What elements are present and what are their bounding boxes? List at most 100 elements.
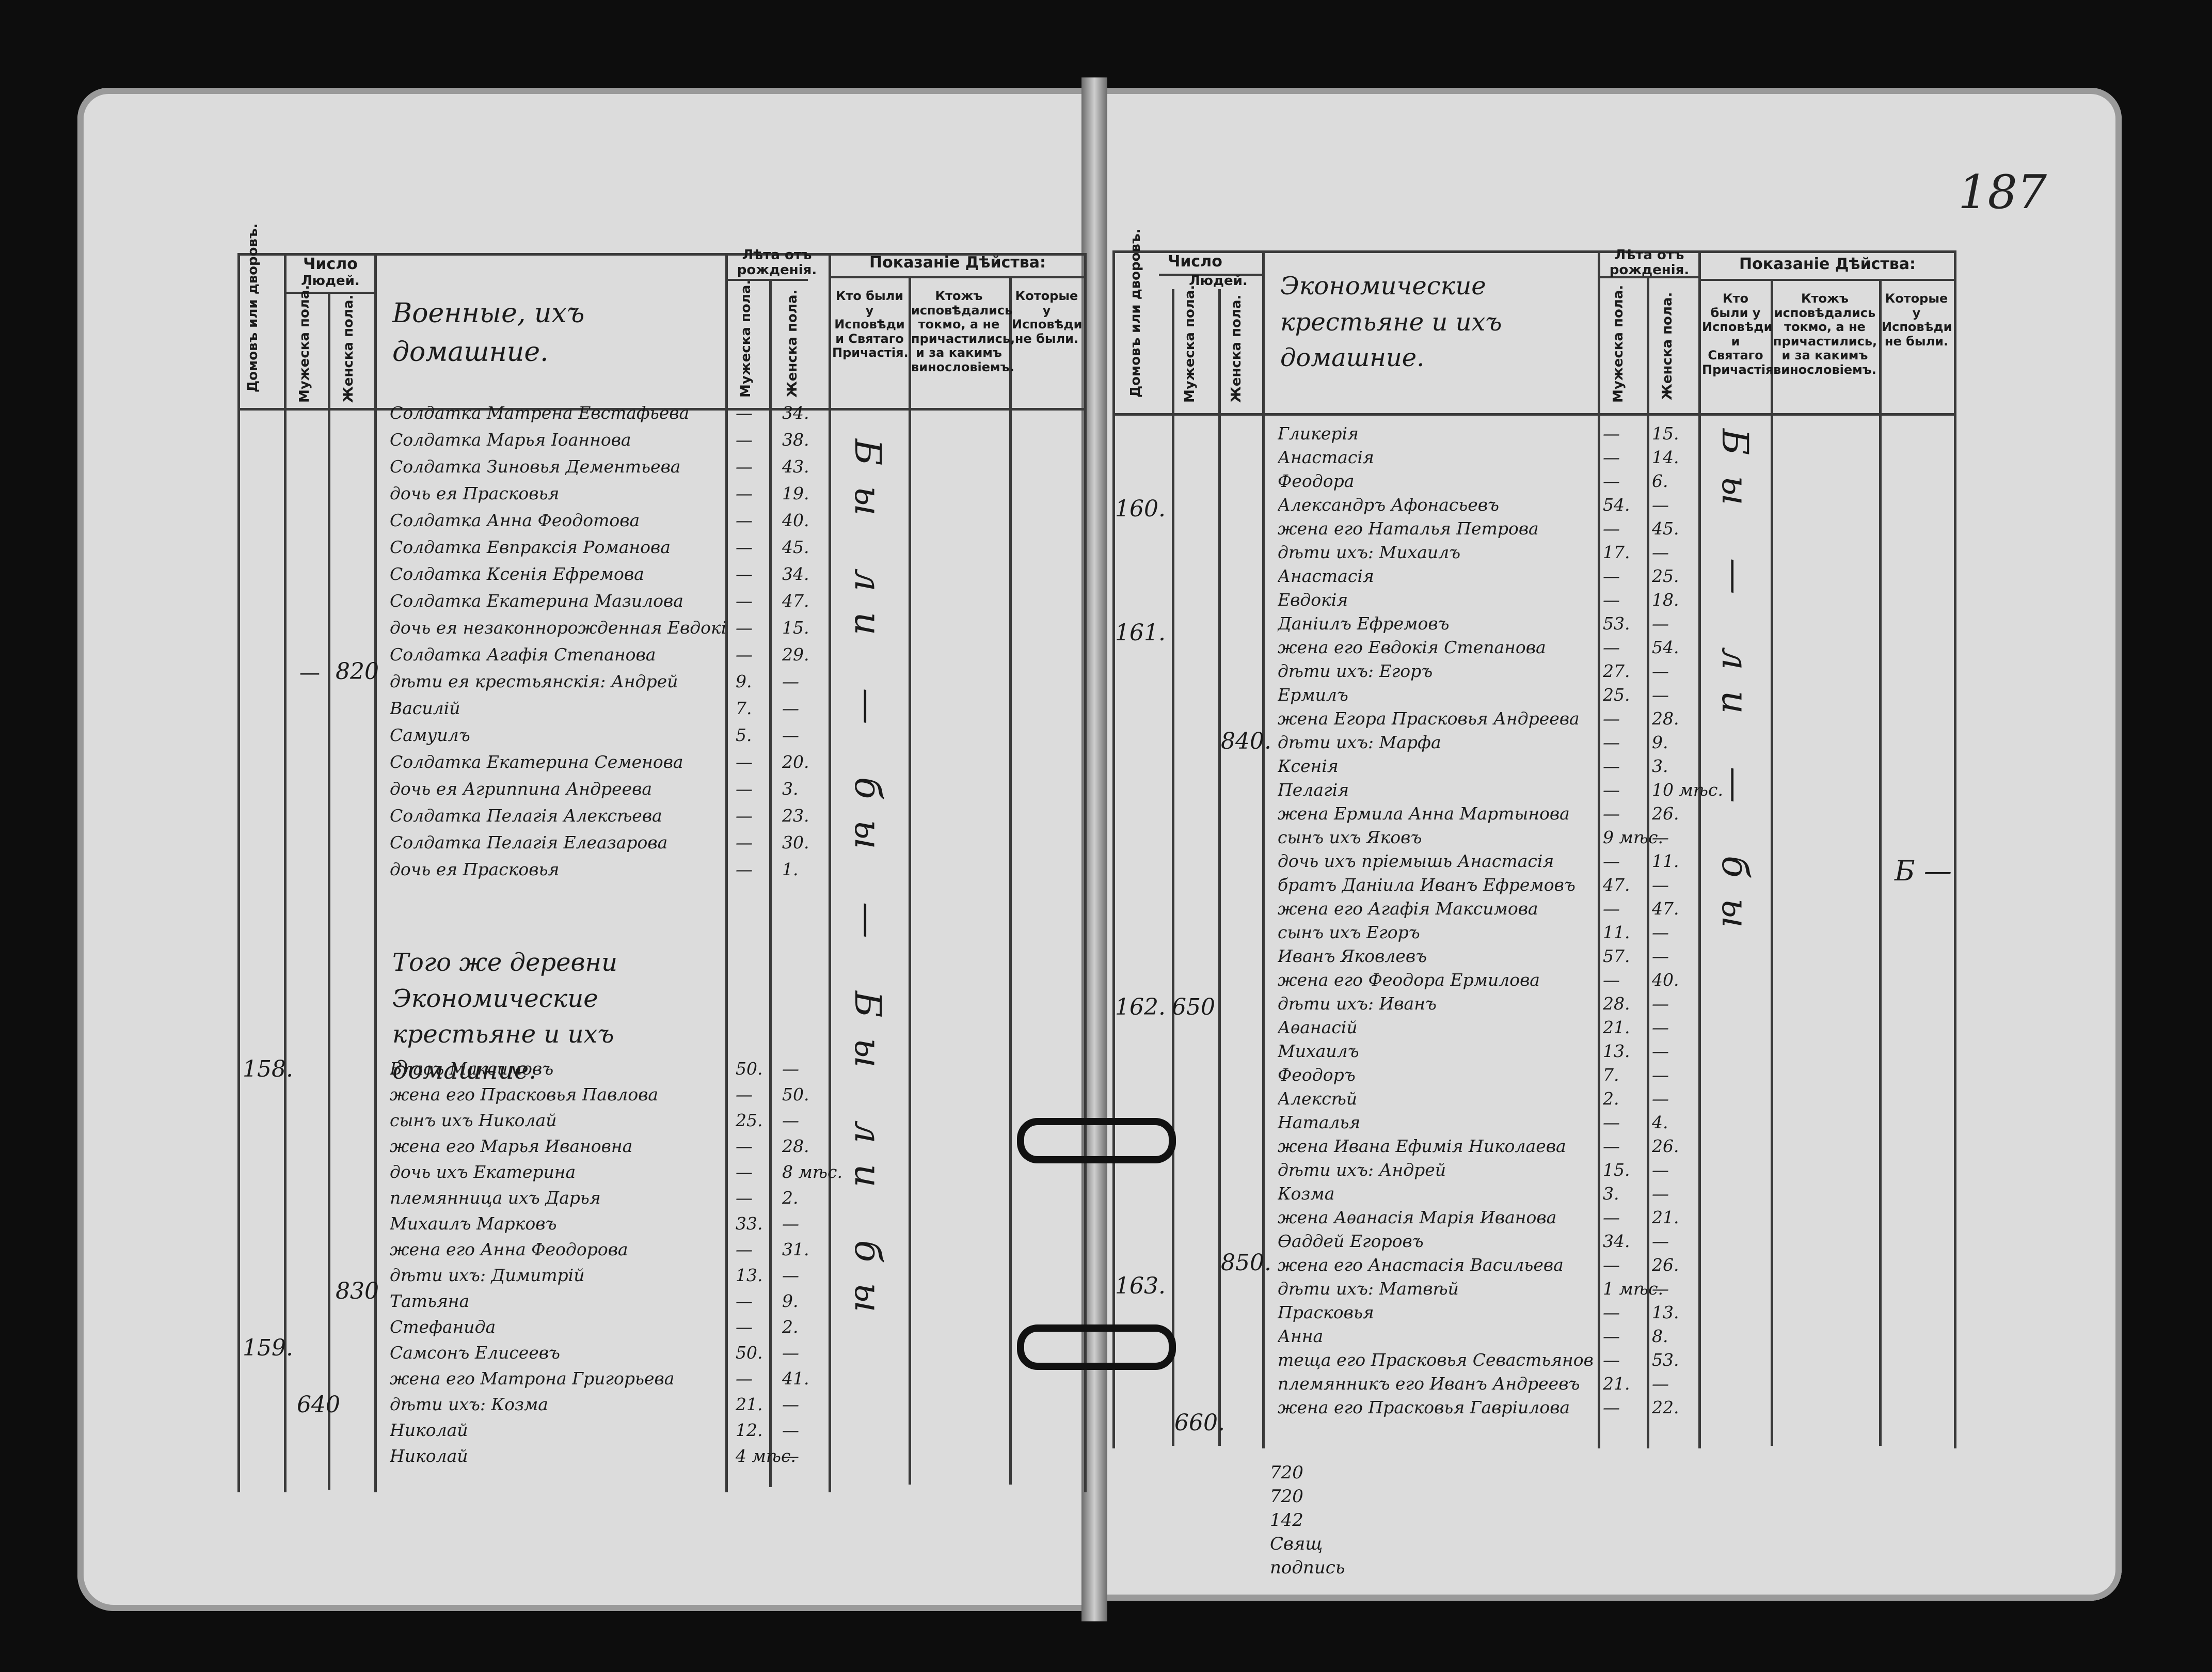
person-name: жена его Прасковья Павлова	[390, 1084, 659, 1105]
age-male: —	[1603, 1326, 1620, 1346]
age-male: —	[736, 1084, 753, 1105]
age-female: 8 мѣс.	[782, 1162, 842, 1182]
person-name: жена его Матрона Григорьева	[390, 1368, 675, 1389]
age-female: —	[1652, 495, 1669, 515]
right-number-rule	[1159, 274, 1262, 276]
person-name: дѣти ихъ: Димитрій	[390, 1265, 585, 1285]
age-female: 40.	[1652, 970, 1679, 990]
right-header-number: Число	[1168, 253, 1222, 271]
person-name: Солдатка Пелагія Алексѣева	[390, 806, 662, 826]
age-male: —	[1603, 970, 1620, 990]
person-name: Солдатка Екатерина Мазилова	[390, 591, 683, 611]
age-male: 11.	[1603, 922, 1630, 942]
age-female: 31.	[782, 1239, 809, 1259]
age-female: —	[1652, 1231, 1669, 1251]
right-header-people: Людей.	[1189, 273, 1248, 289]
age-female: 45.	[782, 537, 809, 557]
age-female: —	[782, 1343, 799, 1363]
left-header-years: Лѣта отъ рожденія.	[737, 247, 817, 278]
age-female: —	[782, 1420, 799, 1440]
age-male: —	[1603, 708, 1620, 729]
left-vline-3	[328, 292, 330, 1490]
age-female: —	[1652, 1279, 1669, 1299]
age-male: —	[1603, 518, 1620, 539]
age-male: 21.	[1603, 1374, 1630, 1394]
age-male: —	[736, 456, 753, 477]
age-male: —	[1603, 851, 1620, 871]
age-female: 22.	[1652, 1397, 1679, 1417]
person-name: племянница ихъ Дарья	[390, 1188, 601, 1208]
age-female: 8.	[1652, 1326, 1668, 1346]
right-header-female: Женска пола.	[1229, 294, 1244, 403]
left-vline-4	[374, 253, 377, 1492]
left-dash-male: —	[299, 661, 320, 685]
age-male: —	[736, 806, 753, 826]
age-female: 45.	[1652, 518, 1679, 539]
left-total-640: 640	[297, 1392, 340, 1418]
right-vline-9	[1879, 279, 1882, 1446]
left-header-years-female: Женска пола.	[785, 289, 800, 398]
age-female: 54.	[1652, 637, 1679, 657]
age-male: —	[1603, 1112, 1620, 1132]
age-female: —	[1652, 1017, 1669, 1037]
age-male: —	[736, 1368, 753, 1389]
person-name: жена его Анна Феодорова	[390, 1239, 628, 1259]
age-male: 25.	[736, 1110, 763, 1130]
age-male: 2.	[1603, 1089, 1619, 1109]
left-vline-5	[725, 253, 728, 1492]
person-name: Прасковья	[1278, 1302, 1374, 1322]
bottom-note: подпись	[1270, 1557, 1345, 1578]
left-header-houses: Домовъ или дворовъ.	[245, 223, 261, 392]
person-name: дочь ея Прасковья	[390, 859, 560, 879]
age-female: 11.	[1652, 851, 1679, 871]
person-name: сынъ ихъ Егоръ	[1278, 922, 1420, 942]
age-male: —	[1603, 898, 1620, 919]
left-total-820: 820	[336, 658, 379, 685]
right-action-rule	[1698, 279, 1954, 281]
age-female: —	[1652, 661, 1669, 681]
left-confession-marks: Бы ли — бы — Бы ли бы	[847, 439, 889, 1333]
age-male: 15.	[1603, 1160, 1630, 1180]
person-name: дѣти ихъ: Марфа	[1278, 732, 1441, 752]
person-name: Александръ Афонасьевъ	[1278, 495, 1499, 515]
age-male: 3.	[1603, 1184, 1619, 1204]
age-female: 29.	[782, 644, 809, 665]
age-female: 3.	[782, 779, 799, 799]
left-header-people: Людей.	[301, 273, 360, 289]
age-male: 28.	[1603, 993, 1630, 1014]
age-male: 54.	[1603, 495, 1630, 515]
person-name: дѣти ихъ: Матвѣй	[1278, 1279, 1459, 1299]
person-name: жена Егора Прасковья Андреева	[1278, 708, 1580, 729]
age-male: —	[1603, 423, 1620, 444]
age-female: 2.	[782, 1188, 799, 1208]
age-female: 18.	[1652, 590, 1679, 610]
left-header-not-confessed: Которые у Исповѣди не были.	[1012, 289, 1083, 346]
house-number-159: 159.	[243, 1335, 293, 1361]
person-name: Евдокія	[1278, 590, 1348, 610]
age-female: 14.	[1652, 447, 1679, 467]
left-header-female: Женска пола.	[341, 294, 356, 403]
person-name: Козма	[1278, 1184, 1335, 1204]
age-male: —	[736, 591, 753, 611]
person-name: Солдатка Агафія Степанова	[390, 644, 656, 665]
person-name: Ермилъ	[1278, 685, 1348, 705]
age-male: 13.	[736, 1265, 763, 1285]
age-male: —	[736, 1188, 753, 1208]
person-name: Феодора	[1278, 471, 1355, 491]
person-name: Анастасія	[1278, 447, 1374, 467]
bottom-note: 142	[1270, 1509, 1303, 1531]
person-name: дѣти ихъ: Андрей	[1278, 1160, 1446, 1180]
right-section-title: Экономические крестьяне и ихъ домашние.	[1280, 272, 1502, 373]
left-section1-title: Военные, ихъ домашние.	[392, 298, 585, 368]
left-vline-2	[284, 253, 287, 1492]
person-name: жена его Анастасія Васильева	[1278, 1255, 1564, 1275]
right-vline-5	[1598, 250, 1600, 1448]
right-confession-marks: Бы — ли — бы	[1714, 429, 1756, 949]
right-total-650: 650	[1172, 994, 1215, 1020]
person-name: Власъ Максимовъ	[390, 1059, 554, 1079]
right-vline-1	[1112, 250, 1115, 1448]
left-section2-title: Того же деревни Экономические крестьяне …	[392, 948, 617, 1085]
left-vline-1	[237, 253, 240, 1492]
binder-ring-bottom	[1017, 1324, 1176, 1370]
age-female: 19.	[782, 483, 809, 503]
